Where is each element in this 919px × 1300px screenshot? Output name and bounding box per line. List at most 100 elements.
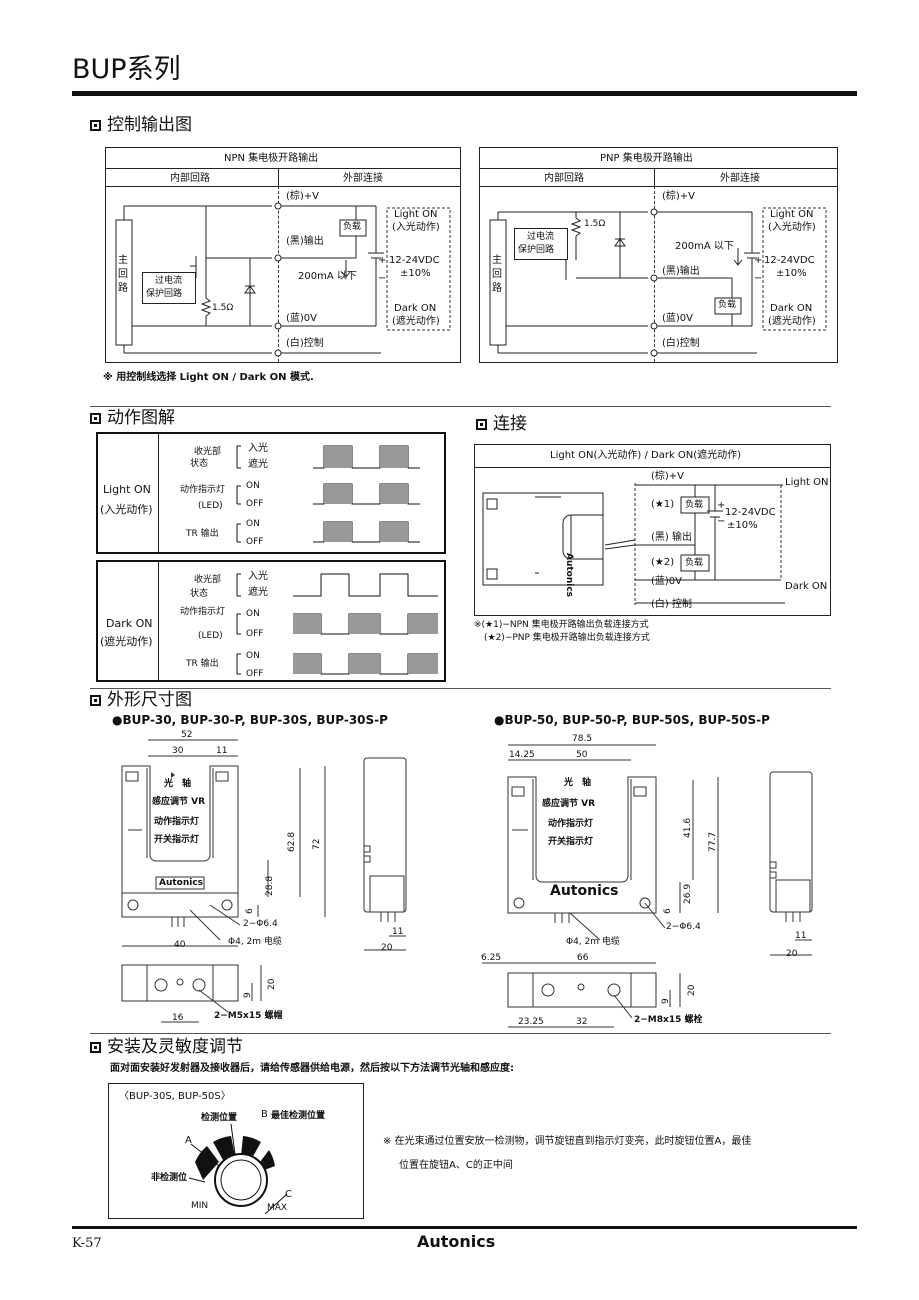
pnp-resistor: 1.5Ω <box>584 219 606 229</box>
pnp-circuit <box>489 207 827 357</box>
pnp-external: 外部连接 <box>720 173 760 184</box>
pnp-diagram: PNP 集电极开路输出 内部回路 外部连接 (棕)+V ( <box>479 147 838 363</box>
pnp-tolerance: ±10% <box>776 268 807 279</box>
square-bullet-icon <box>90 695 101 706</box>
pnp-minus: − <box>754 273 763 284</box>
pnp-light-on: Light ON <box>770 209 814 220</box>
npn-main-1: 主 <box>118 255 128 266</box>
connection-note-2: (★2)−PNP 集电极开路输出负载连接方式 <box>484 633 650 643</box>
square-bullet-icon <box>90 413 101 424</box>
connection-tolerance: ±10% <box>727 520 758 531</box>
npn-internal: 内部回路 <box>170 173 210 184</box>
pnp-light-on-cn: (入光动作) <box>768 222 816 233</box>
npn-blue: (蓝)0V <box>286 313 318 324</box>
connection-light-on: Light ON <box>785 477 829 488</box>
pnp-brown: (棕)+V <box>662 191 696 202</box>
square-bullet-icon <box>476 419 487 430</box>
section-label: 外形尺寸图 <box>107 690 192 710</box>
npn-circuit <box>115 202 451 357</box>
npn-tolerance: ±10% <box>400 268 431 279</box>
section-title-timing: 动作图解 <box>90 410 175 427</box>
timing-dark-on-waves <box>236 573 438 675</box>
npn-main-2: 回 <box>118 269 128 280</box>
npn-current: 200mA 以下 <box>298 271 357 282</box>
npn-main-3: 路 <box>118 283 128 294</box>
section-label: 连接 <box>493 414 527 434</box>
npn-black: (黑)输出 <box>286 236 324 247</box>
footer-brand: Autonics <box>417 1232 496 1251</box>
pnp-dark-on-cn: (遮光动作) <box>768 316 816 327</box>
npn-plus: + <box>378 255 387 266</box>
install-intro: 面对面安装好发射器及接收器后，请给传感器供给电源，然后按以下方法调节光轴和感应度… <box>110 1063 514 1074</box>
footer-page-number: K-57 <box>72 1236 102 1251</box>
npn-brown: (棕)+V <box>286 191 320 202</box>
header-rule <box>72 91 857 96</box>
pnp-white: (白)控制 <box>662 338 700 349</box>
install-note-2: 位置在旋钮A、C的正中间 <box>399 1160 513 1171</box>
timing-light-on: Light ON (入光动作) 收光部 状态 入光 遮光 动作指示灯 (LED)… <box>96 432 446 554</box>
npn-protect-box: 过电流 保护回路 <box>142 272 196 304</box>
pnp-load: 负载 <box>718 300 737 310</box>
divider <box>90 688 831 689</box>
install-note-1: ※ 在光束通过位置安放一检测物，调节旋钮直到指示灯变亮，此时旋钮位置A，最佳 <box>383 1136 752 1147</box>
connection-supply: 12-24VDC <box>725 507 776 518</box>
section-title-connection: 连接 <box>476 416 527 433</box>
section-title-install: 安装及灵敏度调节 <box>90 1039 243 1056</box>
connection-star1: (★1) <box>651 499 675 510</box>
control-note: ※ 用控制线选择 Light ON / Dark ON 模式. <box>103 372 314 383</box>
connection-load-2: 负载 <box>685 558 704 568</box>
connection-load-1: 负载 <box>685 500 704 510</box>
connection-star2: (★2) <box>651 557 675 568</box>
section-title-dimensions: 外形尺寸图 <box>90 692 192 709</box>
connection-plus: + <box>717 500 726 511</box>
section-label: 控制输出图 <box>107 115 192 135</box>
npn-dark-on: Dark ON <box>394 303 437 314</box>
npn-diagram: NPN 集电极开路输出 内部回路 外部连接 <box>105 147 461 363</box>
pnp-internal: 内部回路 <box>544 173 584 184</box>
divider <box>90 1033 831 1034</box>
npn-minus: − <box>378 273 387 284</box>
connection-brown: (棕)+V <box>651 471 685 482</box>
npn-external: 外部连接 <box>343 173 383 184</box>
page-title: BUP系列 <box>72 54 181 85</box>
npn-supply: 12-24VDC <box>389 255 440 266</box>
pnp-plus: + <box>754 255 763 266</box>
npn-resistor: 1.5Ω <box>212 303 234 313</box>
section-label: 动作图解 <box>107 408 175 428</box>
dims-right-title: ●BUP-50, BUP-50-P, BUP-50S, BUP-50S-P <box>494 713 770 727</box>
timing-dark-on-label-cn: (遮光动作) <box>100 635 153 648</box>
sensitivity-knob <box>188 1123 288 1215</box>
connection-note-1: ※(★1)−NPN 集电极开路输出负载连接方式 <box>474 620 649 630</box>
timing-light-on-waves <box>236 445 420 543</box>
section-label: 安装及灵敏度调节 <box>107 1037 243 1057</box>
pnp-title: PNP 集电极开路输出 <box>600 153 693 164</box>
pnp-main-2: 回 <box>492 269 502 280</box>
connection-black: (黑) 输出 <box>651 532 692 543</box>
section-title-control-output: 控制输出图 <box>90 117 192 134</box>
connection-diagram: Light ON(入光动作) / Dark ON(遮光动作) Autonics … <box>474 444 831 616</box>
timing-light-on-label-cn: (入光动作) <box>100 503 153 516</box>
npn-light-on: Light ON <box>394 209 438 220</box>
connection-white: (白) 控制 <box>651 599 692 610</box>
npn-white: (白)控制 <box>286 338 324 349</box>
npn-title: NPN 集电极开路输出 <box>224 153 319 164</box>
pnp-supply: 12-24VDC <box>764 255 815 266</box>
connection-minus: − <box>717 516 726 527</box>
timing-dark-on: Dark ON (遮光动作) 收光部 状态 入光 遮光 动作指示灯 (LED) … <box>96 560 446 682</box>
square-bullet-icon <box>90 120 101 131</box>
install-diagram: 〈BUP-30S, BUP-50S〉 检测位置 B 最佳检测位置 A 非检测位 … <box>108 1083 364 1219</box>
timing-light-on-label: Light ON <box>103 483 151 496</box>
pnp-protect-box: 过电流 保护回路 <box>514 228 568 260</box>
pnp-main-1: 主 <box>492 255 502 266</box>
timing-dark-on-label: Dark ON <box>106 617 153 630</box>
pnp-dark-on: Dark ON <box>770 303 813 314</box>
connection-dark-on: Dark ON <box>785 581 828 592</box>
pnp-main-3: 路 <box>492 283 502 294</box>
pnp-black: (黑)输出 <box>662 266 700 277</box>
dims-left-title: ●BUP-30, BUP-30-P, BUP-30S, BUP-30S-P <box>112 713 388 727</box>
npn-load: 负载 <box>343 222 362 232</box>
pnp-blue: (蓝)0V <box>662 313 694 324</box>
connection-blue: (蓝)0V <box>651 576 683 587</box>
